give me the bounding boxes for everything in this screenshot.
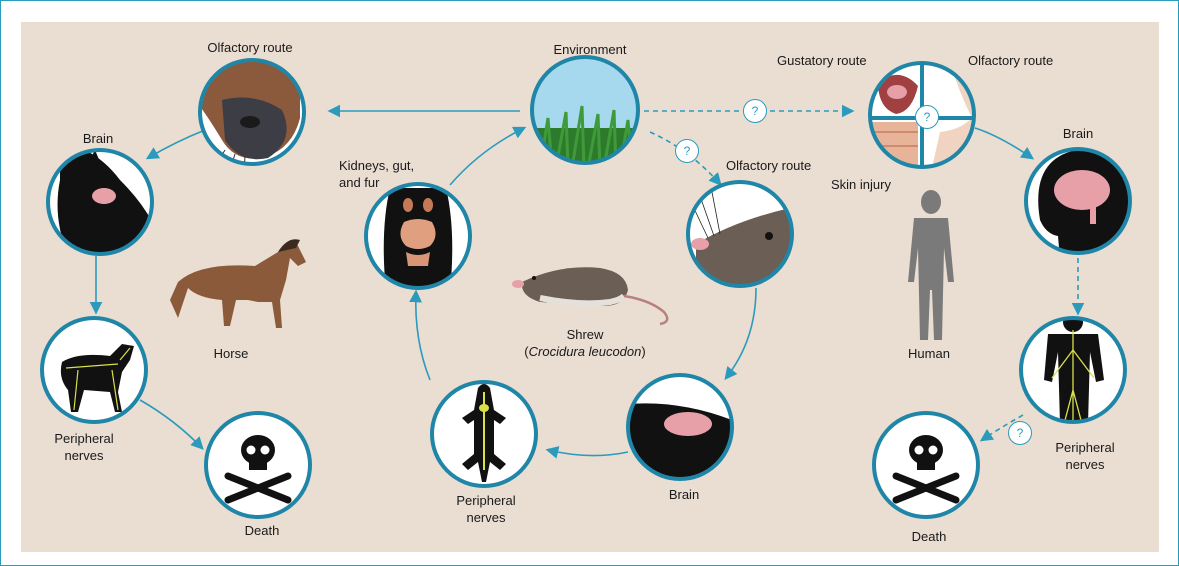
label-human-brain: Brain — [1063, 125, 1093, 142]
label-human: Human — [908, 345, 950, 362]
label-horse-death: Death — [245, 522, 280, 539]
label-horse-olfactory-route: Olfactory route — [207, 39, 292, 56]
skull-crossbones-icon — [874, 413, 978, 517]
label-environment: Environment — [554, 41, 627, 58]
label-shrew-brain: Brain — [669, 486, 699, 503]
label-human-olfactory-route: Olfactory route — [968, 52, 1053, 69]
skull-crossbones-icon — [206, 413, 310, 517]
label-human-death: Death — [912, 528, 947, 545]
label-horse: Horse — [214, 345, 249, 362]
label-skin-injury: Skin injury — [831, 176, 891, 193]
label-shrew: Shrew(Crocidura leucodon) — [524, 326, 645, 360]
unknown-pathway-marker: ? — [915, 105, 939, 129]
shrew-head-brain-icon — [628, 375, 732, 480]
label-gustatory-route: Gustatory route — [777, 52, 867, 69]
shrew-nerves-icon — [432, 382, 536, 486]
label-horse-brain: Brain — [83, 130, 113, 147]
horse-nerves-icon — [42, 318, 146, 422]
unknown-pathway-marker: ? — [1008, 421, 1032, 445]
unknown-pathway-marker: ? — [743, 99, 767, 123]
unknown-pathway-marker: ? — [675, 139, 699, 163]
shrew-body-organs-icon — [366, 184, 470, 292]
label-shrew-olfactory-route: Olfactory route — [726, 157, 811, 174]
label-kidneys-gut-fur: Kidneys, gut,and fur — [339, 157, 414, 191]
